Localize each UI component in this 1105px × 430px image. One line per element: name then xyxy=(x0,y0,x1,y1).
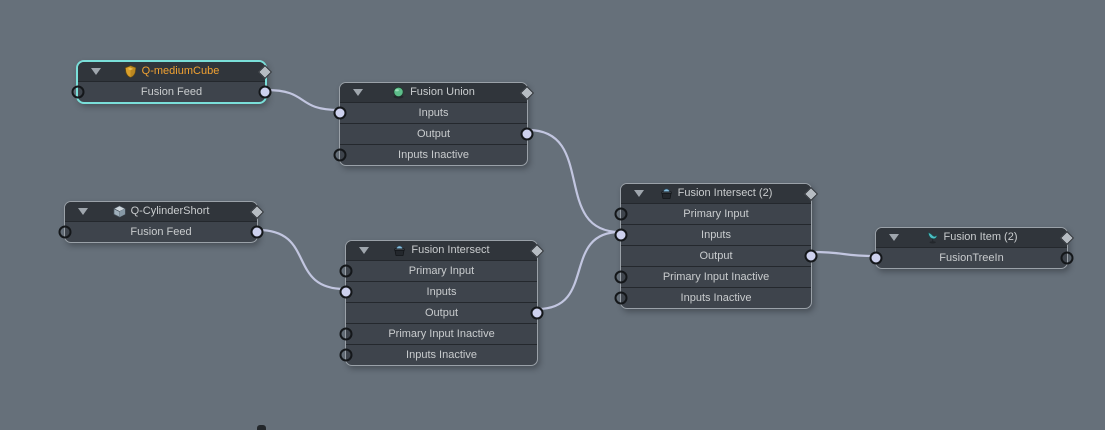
dome-icon xyxy=(393,86,404,99)
row-label: Inputs xyxy=(426,286,457,298)
row-label: Primary Input Inactive xyxy=(388,328,495,340)
node-title: Fusion Intersect (2) xyxy=(677,187,773,199)
wire[interactable] xyxy=(526,128,622,234)
output-socket[interactable] xyxy=(530,306,544,320)
node-q-mediumcube[interactable]: Q-mediumCube Fusion Feed xyxy=(71,61,273,103)
node-title: Q-CylinderShort xyxy=(130,205,210,217)
wire[interactable] xyxy=(256,228,347,291)
row-fusion-feed: Fusion Feed xyxy=(58,222,264,242)
node-header[interactable]: Fusion Item (2) xyxy=(876,228,1075,248)
row-label: FusionTreeIn xyxy=(939,252,1004,264)
row-output: Output xyxy=(346,303,544,324)
row-label: Inputs xyxy=(701,229,731,241)
node-fusion-intersect-2[interactable]: Fusion Intersect (2) Primary Input Input… xyxy=(614,183,819,309)
node-fusion-item-2[interactable]: Fusion Item (2) FusionTreeIn xyxy=(869,227,1075,269)
row-label: Inputs Inactive xyxy=(680,292,752,304)
row-output: Output xyxy=(621,246,818,267)
row-fusiontreein: FusionTreeIn xyxy=(869,248,1074,268)
node-header[interactable]: Fusion Intersect xyxy=(346,241,545,261)
node-title: Fusion Intersect xyxy=(411,244,490,256)
input-socket[interactable] xyxy=(339,264,353,278)
input-socket[interactable] xyxy=(339,348,353,362)
input-socket[interactable] xyxy=(339,327,353,341)
input-socket[interactable] xyxy=(339,285,353,299)
row-inputs: Inputs xyxy=(339,282,537,303)
collapse-triangle-icon[interactable] xyxy=(889,234,899,241)
row-label: Fusion Feed xyxy=(140,86,203,98)
input-socket[interactable] xyxy=(614,291,628,305)
row-label: Output xyxy=(416,128,451,140)
input-socket[interactable] xyxy=(333,106,347,120)
collapse-triangle-icon[interactable] xyxy=(91,68,101,75)
node-q-cylindershort[interactable]: Q-CylinderShort Fusion Feed xyxy=(58,201,265,243)
row-label: Fusion Feed xyxy=(130,226,192,238)
row-fusion-feed: Fusion Feed xyxy=(71,82,272,102)
input-socket[interactable] xyxy=(614,207,628,221)
shield-icon xyxy=(124,65,136,78)
row-inputs-inactive: Inputs Inactive xyxy=(333,145,527,165)
row-primary-input: Primary Input xyxy=(614,204,811,225)
input-socket[interactable] xyxy=(614,228,628,242)
glove-icon xyxy=(927,232,937,244)
row-label: Primary Input Inactive xyxy=(662,271,770,283)
row-label: Primary Input xyxy=(408,265,475,277)
input-socket[interactable] xyxy=(71,85,85,99)
row-primary-input-inactive: Primary Input Inactive xyxy=(614,267,811,288)
offscreen-node-tip xyxy=(257,425,266,430)
node-header[interactable]: Fusion Intersect (2) xyxy=(621,184,819,204)
input-socket[interactable] xyxy=(58,225,72,239)
row-label: Inputs Inactive xyxy=(406,349,477,361)
row-inputs: Inputs xyxy=(333,103,527,124)
node-header[interactable]: Fusion Union xyxy=(340,83,535,103)
row-output: Output xyxy=(340,124,534,145)
node-fusion-union[interactable]: Fusion Union Inputs Output Inputs Inacti… xyxy=(333,82,535,166)
row-inputs-inactive: Inputs Inactive xyxy=(614,288,811,308)
row-primary-input: Primary Input xyxy=(339,261,537,282)
collapse-triangle-icon[interactable] xyxy=(353,89,363,96)
input-socket[interactable] xyxy=(333,148,347,162)
collapse-triangle-icon[interactable] xyxy=(634,190,644,197)
row-label: Output xyxy=(699,250,733,262)
row-label: Output xyxy=(424,307,459,319)
bucket-icon xyxy=(660,188,672,199)
node-title: Fusion Item (2) xyxy=(943,231,1018,243)
row-primary-input-inactive: Primary Input Inactive xyxy=(339,324,537,345)
wire[interactable] xyxy=(810,250,877,258)
collapse-triangle-icon[interactable] xyxy=(78,208,88,215)
output-socket[interactable] xyxy=(520,127,534,141)
row-label: Primary Input xyxy=(683,208,749,220)
output-socket[interactable] xyxy=(1060,251,1074,265)
input-socket[interactable] xyxy=(869,251,883,265)
row-label: Inputs xyxy=(418,107,449,119)
cube-icon xyxy=(112,205,126,218)
row-inputs-inactive: Inputs Inactive xyxy=(339,345,537,365)
wire[interactable] xyxy=(264,88,341,112)
bucket-icon xyxy=(394,245,406,256)
node-title: Q-mediumCube xyxy=(141,65,220,77)
output-socket[interactable] xyxy=(804,249,818,263)
row-label: Inputs Inactive xyxy=(398,149,469,161)
output-socket[interactable] xyxy=(250,225,264,239)
input-socket[interactable] xyxy=(614,270,628,284)
output-socket[interactable] xyxy=(258,85,272,99)
wire[interactable] xyxy=(536,230,622,311)
row-inputs: Inputs xyxy=(614,225,811,246)
node-fusion-intersect[interactable]: Fusion Intersect Primary Input Inputs Ou… xyxy=(339,240,545,366)
collapse-triangle-icon[interactable] xyxy=(359,247,369,254)
node-header[interactable]: Q-CylinderShort xyxy=(65,202,265,222)
node-title: Fusion Union xyxy=(410,86,475,98)
node-header[interactable]: Q-mediumCube xyxy=(78,62,273,82)
